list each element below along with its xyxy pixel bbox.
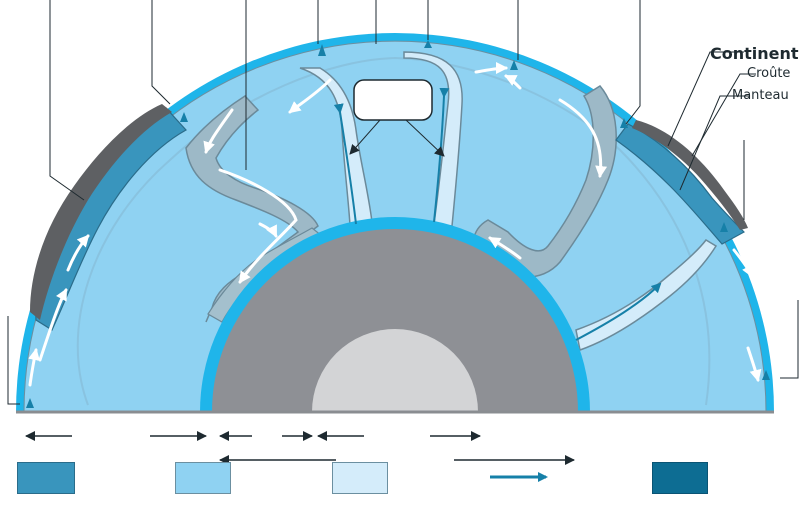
swatch-pale-blue — [332, 462, 388, 494]
motion-arrows — [26, 436, 574, 460]
swatch-light-blue — [175, 462, 231, 494]
label-crust: Croûte — [747, 66, 790, 81]
swatch-medium-blue — [17, 462, 75, 494]
label-mantle: Manteau — [732, 88, 789, 103]
label-continent: Continent — [710, 44, 799, 63]
center-label-box — [354, 80, 432, 120]
swatch-dark-teal — [652, 462, 708, 494]
